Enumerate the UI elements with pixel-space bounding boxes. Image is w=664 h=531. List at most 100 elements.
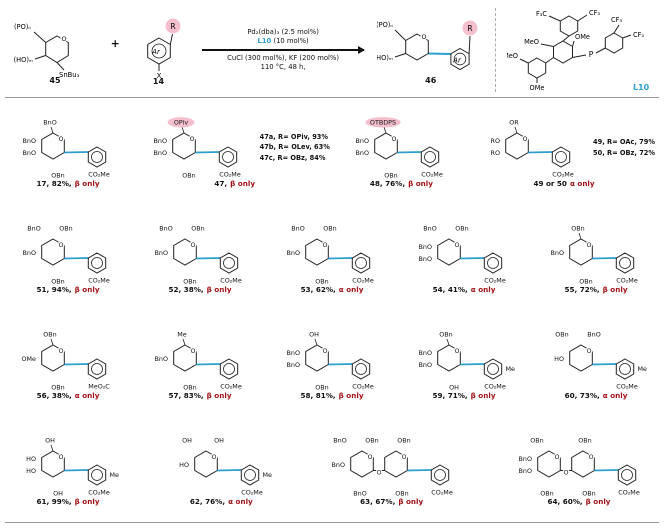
compound-label: 57, 83%, — [168, 390, 204, 400]
substituent-label: BnO — [519, 455, 532, 463]
substituent-label: OBn — [182, 171, 195, 179]
substituent-label: OBn — [397, 436, 410, 444]
selectivity-label: β only — [398, 496, 424, 506]
substituent-label: CO₂Me — [220, 276, 242, 284]
ligand-structure: F₃C CF₃ CF₃ CF₃ MeO OMe MeO OMe P L10 — [507, 9, 650, 92]
substituent-label: O — [191, 242, 196, 249]
substituent-label: O — [455, 242, 460, 249]
substituent-label: CO₂Me — [616, 382, 638, 390]
selectivity-label: β only — [74, 178, 100, 188]
compound-caption-51: 51, 94%,β only — [36, 285, 99, 294]
compound-caption-54: 54, 41%,α only — [433, 285, 496, 294]
substituent-label: OMe — [22, 355, 37, 363]
substituent-label: O — [564, 469, 569, 476]
ar-label: Ar — [152, 48, 162, 56]
reaction-arrow — [202, 45, 366, 55]
condition-line-2: L10 (10 mol%) — [257, 37, 308, 46]
substituent-label: BnO — [291, 224, 304, 232]
selectivity-label: α only — [569, 178, 595, 188]
substituent-label: BnO — [423, 224, 436, 232]
substituent-label: BnO — [551, 249, 564, 257]
compound-label: 55, 72%, — [564, 284, 600, 294]
substituent-label: CO₂Me — [219, 170, 241, 178]
substituent-label: CO₂Me — [88, 276, 110, 284]
substituent-label: O — [59, 242, 64, 249]
cf3-label: CF₃ — [611, 16, 622, 24]
meo-label: MeO — [524, 38, 539, 46]
substituent-label: OR — [509, 118, 519, 126]
substituent-label: RO — [491, 149, 500, 157]
substituent-label: RO — [491, 137, 500, 145]
compound-label: 53, 62%, — [300, 284, 336, 294]
substituent-label: BnO — [356, 149, 369, 157]
compound-caption-58: 58, 81%,β only — [300, 391, 363, 400]
substituent-label: BnO — [23, 149, 36, 157]
reactant-45: (PO)ₙ (HO)ₘ O SnBu₃ 45 — [7, 15, 103, 85]
r-group-label: R — [171, 22, 176, 31]
selectivity-label: β only — [74, 496, 100, 506]
compound-label: 47, — [214, 178, 228, 188]
selectivity-label: α only — [228, 496, 253, 506]
ligand-divider — [495, 8, 497, 92]
substituent-label: BnO — [153, 149, 166, 157]
substituent-label: O — [59, 348, 64, 355]
r-group-label: R — [467, 24, 472, 33]
substituent-label: O — [523, 136, 528, 143]
substituent-label: OBn — [315, 277, 328, 285]
substituent-label: OBn — [540, 489, 553, 497]
new-cc-bond — [427, 52, 451, 55]
substituent-label: OBn — [455, 224, 468, 232]
substituent-label: Me — [506, 365, 516, 373]
highlight-ellipse — [365, 116, 402, 127]
substituent-label: BnO — [331, 461, 344, 469]
r-highlight-circle — [462, 20, 478, 36]
variant-line: 50, R= OBz, 72% — [593, 148, 655, 157]
compound-label: 52, 38%, — [168, 284, 204, 294]
substituent-label: CO₂Me — [422, 170, 444, 178]
substituent-label: O — [376, 469, 381, 476]
substituent-label: CO₂Me — [352, 276, 374, 284]
substituent-label: BnO — [155, 355, 168, 363]
compound-label: 56, 38%, — [36, 390, 72, 400]
selectivity-label: β only — [408, 178, 433, 188]
substituent-label: BnO — [587, 330, 600, 338]
protected-oh-label: (PO)ₙ — [14, 23, 31, 31]
substituent-label: O — [59, 136, 64, 143]
compound-label: 51, 94%, — [36, 284, 72, 294]
substituent-label: OBn — [183, 383, 196, 391]
substituent-label: BnO — [419, 255, 432, 263]
substituent-label: O — [455, 348, 460, 355]
compound-caption-59: 59, 71%,β only — [432, 391, 495, 400]
substituent-label: O — [323, 348, 328, 355]
substituent-label: OH — [449, 383, 459, 391]
selectivity-label: β only — [206, 284, 232, 294]
selectivity-label: α only — [74, 390, 100, 400]
substituent-label: CO₂Me — [618, 488, 640, 496]
r-highlight-circle — [165, 18, 181, 34]
selectivity-label: β only — [230, 178, 256, 188]
compound-caption-61: 61, 99%,β only — [36, 497, 99, 506]
plus-sign: + — [110, 36, 120, 50]
